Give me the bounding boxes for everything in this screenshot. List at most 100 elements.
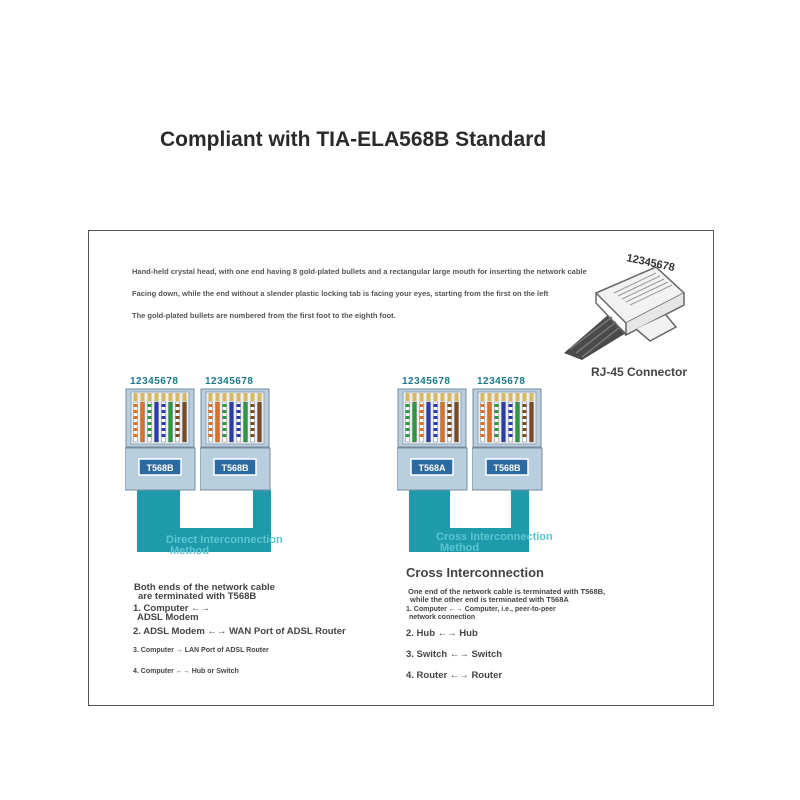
standard-tag [138, 458, 182, 476]
wire-stripe [236, 422, 241, 425]
wire-stripe [433, 404, 438, 407]
intro-line-3: The gold-plated bullets are numbered fro… [132, 311, 396, 320]
gold-contact [175, 393, 180, 401]
gold-contact [433, 393, 438, 401]
wire-stripe [508, 434, 513, 437]
gold-contact [215, 393, 220, 401]
wire-stripe [447, 422, 452, 425]
wire-stripe [480, 410, 485, 413]
wire-stripe [508, 422, 513, 425]
pin-numbers-cross-right: 12345678 [477, 376, 526, 387]
gold-contact [426, 393, 431, 401]
gold-contact [529, 393, 534, 401]
wire-stripe [161, 422, 166, 425]
connector-svg: T568B [199, 388, 271, 491]
wire-stripe [419, 428, 424, 431]
wire [501, 401, 506, 443]
gold-contact [405, 393, 410, 401]
wire-stripe [147, 422, 152, 425]
gold-contact [487, 393, 492, 401]
wire-stripe [236, 404, 241, 407]
direct-item-2: 2. ADSL Modem ←→ WAN Port of ADSL Router [133, 626, 346, 637]
wire-stripe [419, 416, 424, 419]
wire-stripe [494, 428, 499, 431]
wire-stripe [208, 416, 213, 419]
wire-stripe [522, 410, 527, 413]
gold-contact [147, 393, 152, 401]
connector-contact-area [477, 391, 537, 445]
wire-stripe [480, 422, 485, 425]
wire-stripe [222, 404, 227, 407]
wire-stripe [208, 404, 213, 407]
wire [168, 401, 173, 443]
wire-stripe [161, 404, 166, 407]
wire-stripe [222, 410, 227, 413]
connector-contact-area [205, 391, 265, 445]
wire-stripe [250, 416, 255, 419]
wire-stripe [208, 434, 213, 437]
wire-stripe [133, 428, 138, 431]
wire-stripe [494, 422, 499, 425]
wire-stripe [222, 434, 227, 437]
wire-stripe [133, 422, 138, 425]
connector-cross-left: T568A [396, 388, 469, 497]
wire-stripe [208, 422, 213, 425]
rj45-label: RJ-45 Connector [591, 365, 688, 379]
standard-label: T568B [146, 463, 174, 473]
wire-stripe [222, 416, 227, 419]
cross-item-3: 3. Switch ←→ Switch [406, 649, 503, 660]
wire-stripe [494, 404, 499, 407]
wire-stripe [405, 422, 410, 425]
connector-contact-area [402, 391, 462, 445]
connector-svg: T568A [396, 388, 468, 491]
cross-desc-line-2: while the other end is terminated with T… [410, 595, 569, 604]
wire-stripe [447, 428, 452, 431]
diagram-frame [88, 230, 714, 706]
wire [140, 401, 145, 443]
wire-stripe [522, 428, 527, 431]
wire-stripe [133, 434, 138, 437]
gold-contact [236, 393, 241, 401]
connector-direct-right: T568B [199, 388, 272, 497]
pin-numbers-direct-left: 12345678 [130, 376, 179, 387]
wire-stripe [133, 404, 138, 407]
wire-stripe [433, 416, 438, 419]
wire-stripe [147, 416, 152, 419]
gold-contact [208, 393, 213, 401]
wire-stripe [494, 434, 499, 437]
wire-stripe [405, 416, 410, 419]
direct-item-4: 4. Computer ←→ Hub or Switch [133, 668, 239, 675]
wire [412, 401, 417, 443]
wire-stripe [508, 416, 513, 419]
wire-stripe [250, 410, 255, 413]
standard-label: T568B [221, 463, 249, 473]
direct-method-label-1: Direct Interconnection [166, 534, 283, 546]
cross-cable [409, 490, 529, 552]
gold-contact [501, 393, 506, 401]
cross-item-4: 4. Router ←→ Router [406, 670, 503, 681]
wire-stripe [208, 428, 213, 431]
cross-desc-line-1: One end of the network cable is terminat… [408, 587, 606, 596]
wire-stripe [419, 404, 424, 407]
direct-item-1-cont: ADSL Modem [137, 612, 199, 623]
wire-stripe [175, 410, 180, 413]
wire-stripe [222, 428, 227, 431]
connector-svg: T568B [471, 388, 543, 491]
wire-stripe [522, 404, 527, 407]
gold-contact [140, 393, 145, 401]
direct-method-label-2: Method [170, 545, 210, 557]
wire-stripe [147, 434, 152, 437]
wire-stripe [208, 410, 213, 413]
wire-stripe [522, 434, 527, 437]
pin-numbers-direct-right: 12345678 [205, 376, 254, 387]
gold-contact [229, 393, 234, 401]
wire-stripe [494, 416, 499, 419]
page-title: Compliant with TIA-ELA568B Standard [160, 128, 547, 151]
wire-stripe [161, 434, 166, 437]
gold-contact [168, 393, 173, 401]
wire-stripe [480, 428, 485, 431]
connector-svg: T568B [124, 388, 196, 491]
wire [215, 401, 220, 443]
wire-stripe [405, 428, 410, 431]
